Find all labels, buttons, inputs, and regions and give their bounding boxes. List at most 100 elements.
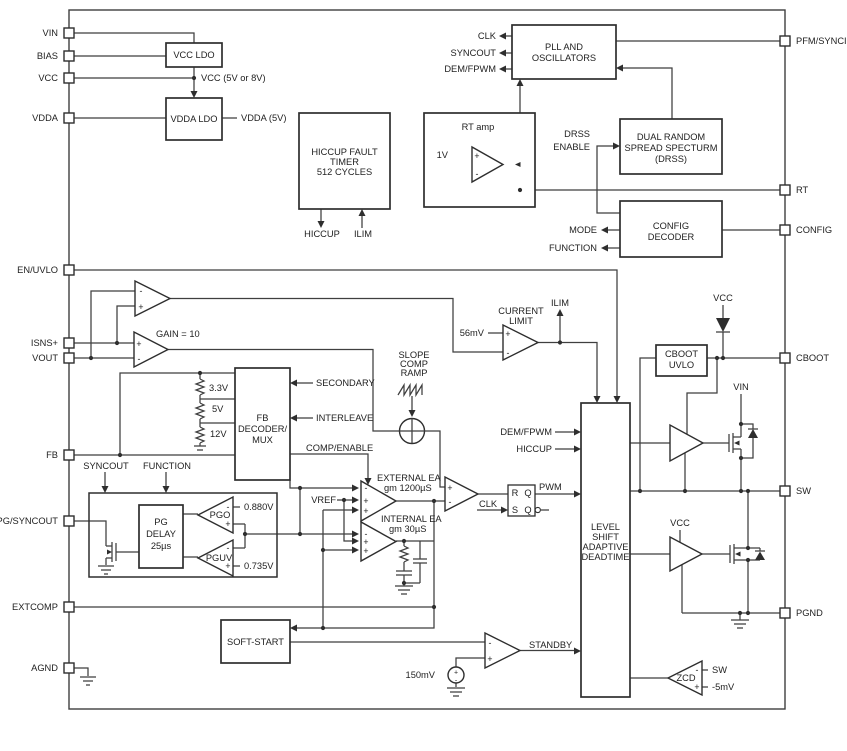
pguv-label: PGUV (206, 553, 233, 563)
junction (682, 488, 688, 494)
soft-start-label: SOFT-START (227, 637, 284, 647)
internal-ea-gm-label: gm 30µS (389, 524, 426, 534)
arrowhead (162, 486, 170, 493)
junction (517, 187, 523, 193)
function-label: FUNCTION (549, 243, 597, 253)
arrowhead (352, 496, 359, 504)
blocks: VCC LDO VDDA LDO HICCUP FAULT TIMER 512 … (88, 24, 723, 698)
arrowhead (352, 484, 359, 492)
hiccup-in-label: HICCUP (516, 444, 552, 454)
arrowhead (574, 445, 581, 453)
junction (720, 355, 726, 361)
junction (320, 547, 326, 553)
pin-extcomp (63, 601, 75, 613)
arrowhead (499, 49, 506, 57)
vdda-ldo-block (165, 97, 223, 141)
fb-mux-block (234, 367, 291, 481)
drss-block (619, 118, 723, 175)
junction (745, 545, 751, 551)
fb-mux-label: FB (257, 413, 269, 423)
pin-label-sw: SW (796, 486, 811, 496)
pin-vout (63, 352, 75, 364)
pin-label-vcc: VCC (38, 73, 58, 83)
junction (114, 340, 120, 346)
pin-label-bias: BIAS (37, 51, 58, 61)
sign: - (449, 497, 452, 507)
arrowhead (352, 506, 359, 514)
pin-label-config: CONFIG (796, 225, 832, 235)
arrowhead (190, 91, 198, 98)
junction (297, 485, 303, 491)
pin-label-fb: FB (46, 450, 58, 460)
amplifiers (133, 145, 705, 697)
current-limit-comparator (502, 323, 540, 362)
sign: - (489, 638, 492, 648)
level-shift-label: LEVEL (591, 522, 620, 532)
junction (737, 610, 743, 616)
standby-comparator (484, 631, 522, 670)
zcd-ref-label: -5mV (712, 682, 735, 692)
clk-label: CLK (478, 31, 497, 41)
sign: + (225, 561, 230, 571)
pgo-label: PGO (210, 510, 231, 520)
ff-s-label: S (512, 505, 518, 515)
signal-labels: VCC (5V or 8V) VDDA (5V) HICCUP ILIM CLK… (83, 31, 748, 692)
arrowhead (613, 396, 621, 403)
junction (197, 370, 203, 376)
hiccup-timer-label: 512 CYCLES (317, 167, 372, 177)
junction (341, 497, 347, 503)
pg-fet-arrow (107, 549, 112, 555)
tap-3v3-label: 3.3V (209, 383, 229, 393)
mode-label: MODE (569, 225, 597, 235)
slope-comp-label: RAMP (401, 368, 428, 378)
pin-vin (63, 27, 75, 39)
sign: - (476, 169, 479, 179)
highside-driver (669, 423, 705, 463)
junction (431, 498, 437, 504)
ff-qbar-label: Q (524, 505, 531, 515)
pin-config (779, 224, 791, 236)
arrowhead (364, 478, 372, 485)
pin-label-vout: VOUT (32, 353, 58, 363)
external-ea-gm-label: gm 1200µS (384, 483, 432, 493)
pgo-ref-label: 0.880V (244, 502, 274, 512)
junction (117, 452, 123, 458)
qbar-bubble (534, 506, 541, 514)
comp-enable-label: COMP/ENABLE (306, 443, 373, 453)
hiccup-timer-label: TIMER (330, 157, 359, 167)
junction (745, 557, 751, 563)
vdda-ldo-label: VDDA LDO (170, 114, 217, 124)
pg-delay-block (138, 504, 184, 569)
drss-enable-label: DRSS (564, 129, 590, 139)
hs-fet-arrow (734, 440, 740, 446)
arrowhead (556, 309, 564, 316)
pll-label: PLL AND (545, 42, 583, 52)
junction (401, 538, 407, 544)
sign: + (474, 151, 479, 161)
cl-ref-label: 56mV (460, 328, 485, 338)
level-shift-label: DEADTIME (581, 552, 629, 562)
junction (637, 488, 643, 494)
internal-ea-label: INTERNAL EA (381, 514, 442, 524)
sign: + (363, 506, 368, 516)
tap-5v-label: 5V (212, 404, 224, 414)
arrowheads (101, 32, 623, 655)
pin-vcc (63, 72, 75, 84)
pguv-ref-label: 0.735V (244, 561, 274, 571)
arrowhead (516, 79, 524, 86)
source-plus: + (454, 670, 458, 677)
hiccup-out-label: HICCUP (304, 229, 340, 239)
lowside-driver (669, 535, 704, 573)
sign: - (227, 502, 230, 512)
pin-label-isns: ISNS+ (31, 338, 58, 348)
pin-pg-syncout (63, 515, 75, 527)
pin-rt (779, 184, 791, 196)
ilim-in-label: ILIM (354, 229, 372, 239)
zcd-sw-label: SW (712, 665, 727, 675)
arrowhead (290, 624, 297, 632)
arrowhead (352, 537, 359, 545)
fb-mux-label: DECODER/ (238, 424, 287, 434)
drss-label: (DRSS) (655, 154, 687, 164)
ff-q-label: Q (524, 488, 531, 498)
pin-label-vin: VIN (43, 28, 59, 38)
